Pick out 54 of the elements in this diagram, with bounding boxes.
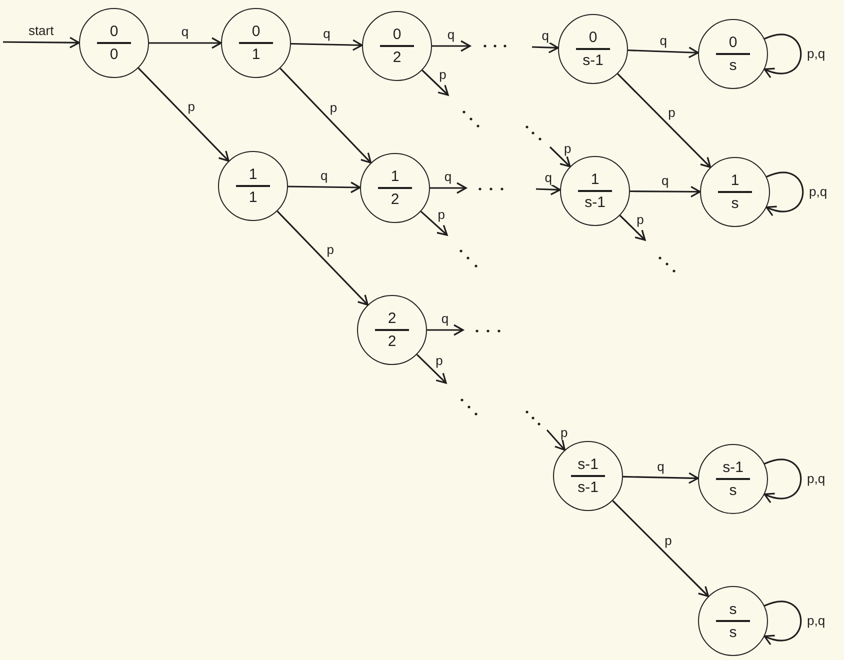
numerator: 0: [728, 34, 738, 52]
transition-arrow: [280, 68, 372, 164]
denominator: 0: [110, 46, 118, 63]
self-loop-arrow: [764, 600, 802, 645]
denominator: s-1: [578, 478, 598, 496]
transition-arrow: [422, 70, 449, 96]
numerator: 1: [730, 172, 740, 190]
transition-arrow: [549, 146, 571, 168]
transition-arrow: [628, 46, 699, 58]
numerator: 1: [590, 171, 600, 188]
transition-arrow: [532, 42, 559, 54]
denominator: 2: [390, 190, 400, 208]
transition-arrow: [432, 40, 471, 52]
transition-arrow: [288, 182, 361, 194]
transition-arrow: [427, 324, 464, 336]
transition-arrow: [290, 39, 363, 51]
transition-arrow: [619, 214, 646, 241]
denominator: 2: [388, 332, 396, 350]
transition-arrow: [630, 186, 701, 198]
numerator: 0: [588, 29, 598, 46]
transition-arrow: [416, 354, 447, 384]
numerator: 0: [252, 23, 260, 40]
transition-arrow: [536, 184, 561, 196]
denominator: 2: [392, 48, 402, 66]
denominator: s: [729, 482, 737, 499]
denominator: s-1: [582, 52, 604, 69]
transition-arrow: [138, 68, 230, 162]
numerator: 0: [110, 23, 118, 40]
transition-arrow: [276, 210, 368, 306]
numerator: 0: [392, 26, 402, 44]
self-loop-arrow: [764, 34, 802, 78]
numerator: 1: [248, 166, 258, 184]
denominator: s-1: [584, 194, 606, 211]
numerator: s-1: [722, 459, 744, 476]
denominator: s: [729, 624, 737, 641]
transition-arrow: [612, 500, 710, 598]
transition-arrow: [3, 36, 80, 48]
transition-arrow: [420, 210, 448, 236]
numerator: 2: [388, 310, 396, 328]
denominator: 1: [248, 188, 258, 206]
numerator: 1: [390, 168, 400, 186]
denominator: s: [729, 56, 737, 74]
denominator: 1: [252, 46, 260, 63]
self-loop-arrow: [766, 172, 804, 216]
self-loop-arrow: [764, 458, 802, 503]
transition-arrow: [622, 472, 699, 484]
numerator: s-1: [578, 456, 598, 474]
numerator: s: [729, 601, 737, 618]
transition-arrow: [546, 429, 566, 451]
transition-arrow: [149, 37, 222, 49]
transition-arrow: [617, 73, 712, 168]
denominator: s: [731, 194, 739, 212]
edge-label: start: [27, 24, 55, 38]
transition-arrow: [430, 182, 467, 194]
